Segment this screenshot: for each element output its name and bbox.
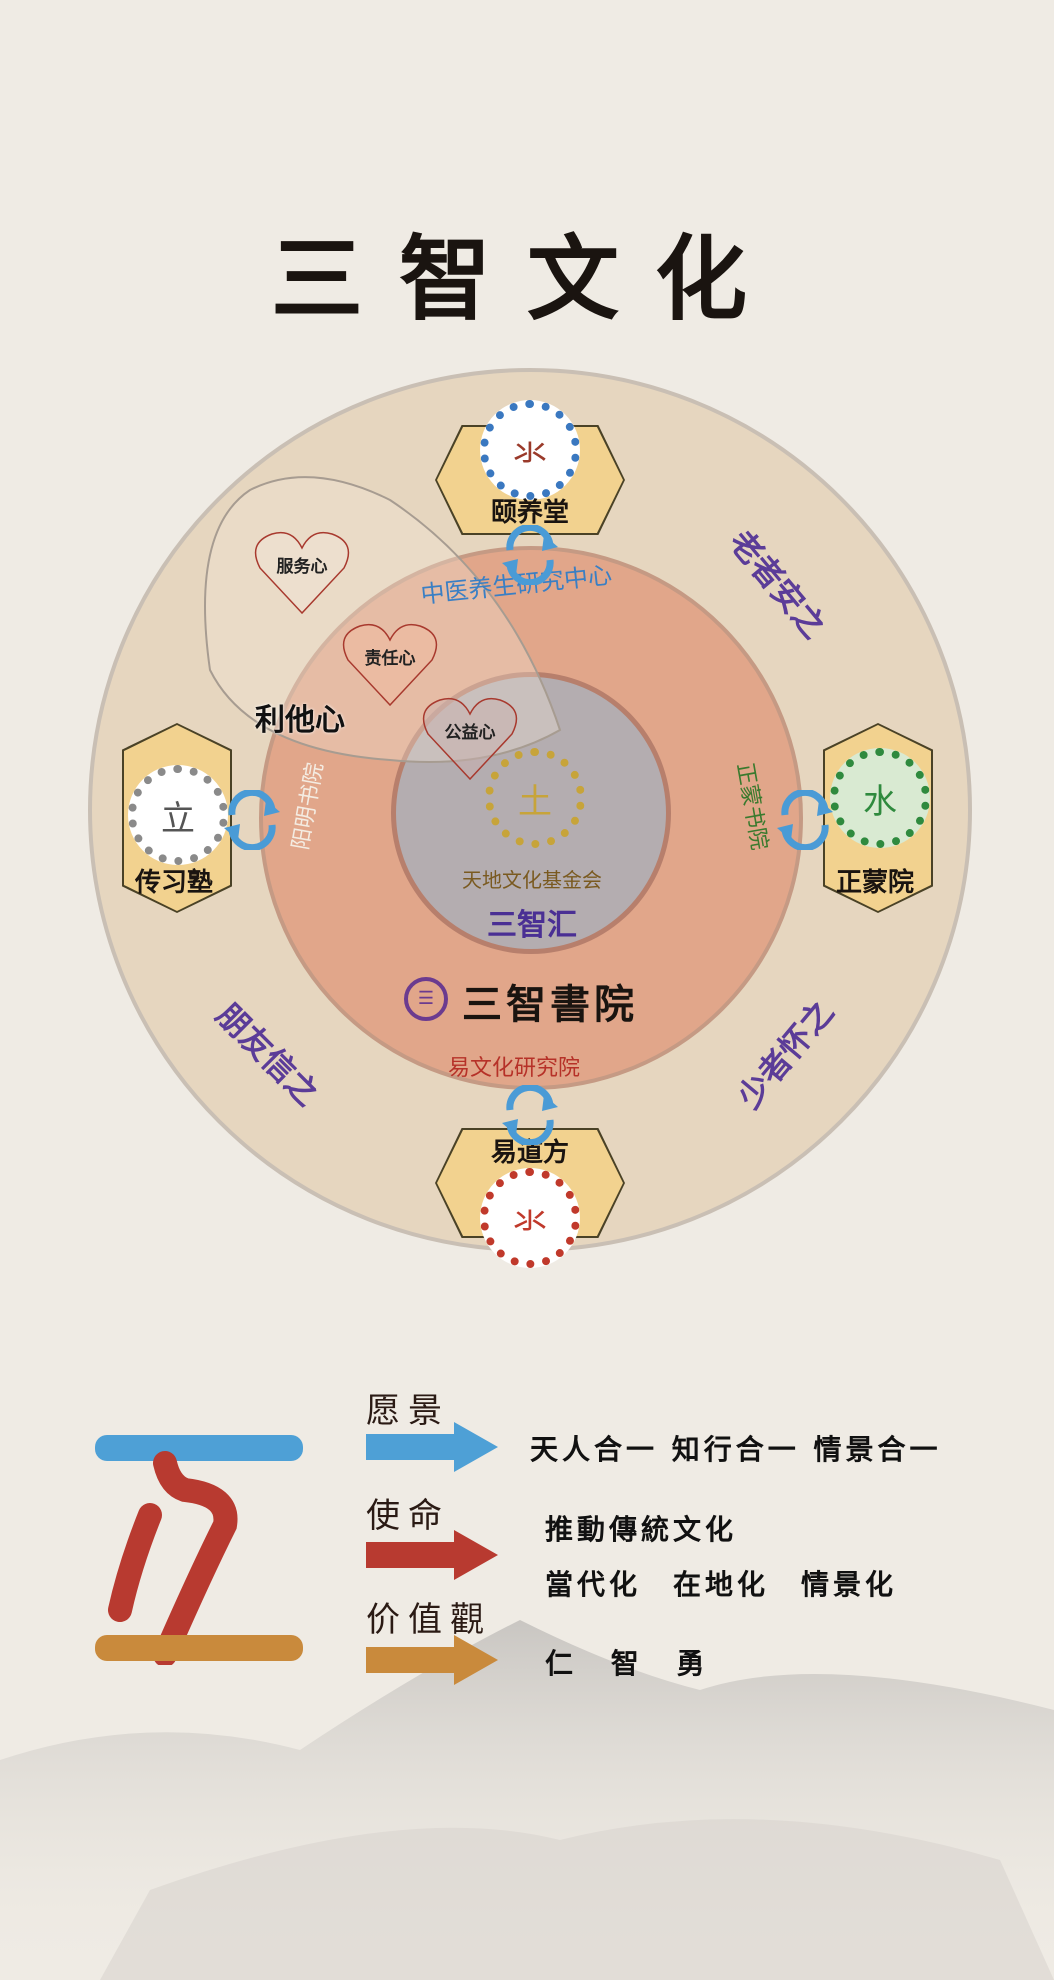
- heart-icon: [422, 697, 518, 781]
- heart-label: 公益心: [444, 723, 496, 743]
- wu-glyph-icon: [95, 1435, 303, 1665]
- heart-icon: [342, 623, 438, 707]
- foundation-name: 天地文化基金会: [462, 868, 602, 892]
- heart-label: 责任心: [364, 649, 416, 669]
- mission-text-1: 推動傳統文化: [545, 1513, 738, 1546]
- institute-yi: 易文化研究院: [448, 1056, 581, 1081]
- chuanxishu-seal-icon: 立: [128, 765, 228, 865]
- academy-logo-icon: ☰: [404, 977, 448, 1021]
- yidaofang-seal-icon: 氺: [480, 1168, 580, 1268]
- zhengmengyuan-seal-icon: 水: [830, 748, 930, 848]
- heart-icon: [254, 531, 350, 615]
- heart-service: 服务心: [252, 528, 352, 618]
- node-label: 传习塾: [135, 868, 214, 898]
- mission-text-2: 當代化 在地化 情景化: [545, 1568, 898, 1601]
- heart-responsibility: 责任心: [340, 620, 440, 710]
- academy-logo-text: 三智書院: [462, 981, 638, 1028]
- heart-public-welfare: 公益心: [420, 694, 520, 784]
- vision-text: 天人合一 知行合一 情景合一: [530, 1433, 942, 1466]
- values-label: 价值觀: [366, 1600, 492, 1640]
- vision-arrow-icon: [366, 1422, 498, 1472]
- cycle-arrows-icon: [224, 790, 280, 850]
- page-title: 三智文化: [270, 225, 783, 333]
- node-label: 正蒙院: [836, 868, 915, 898]
- mission-arrow-icon: [366, 1530, 498, 1580]
- mountain-background: [0, 1620, 1054, 1980]
- cycle-arrows-icon: [777, 790, 833, 850]
- node-label: 颐养堂: [491, 498, 570, 528]
- yiyangtang-seal-icon: 氺: [480, 400, 580, 500]
- values-arrow-icon: [366, 1635, 498, 1685]
- cycle-arrows-icon: [502, 525, 558, 585]
- heart-label: 服务心: [276, 557, 328, 577]
- vision-label: 愿景: [366, 1391, 450, 1431]
- cycle-arrows-icon: [502, 1085, 558, 1145]
- values-text: 仁 智 勇: [545, 1647, 719, 1680]
- foundation-seal-icon: 土: [485, 748, 585, 848]
- mission-label: 使命: [366, 1496, 450, 1536]
- altruism-label: 利他心: [255, 703, 345, 738]
- center-name: 三智汇: [487, 908, 577, 943]
